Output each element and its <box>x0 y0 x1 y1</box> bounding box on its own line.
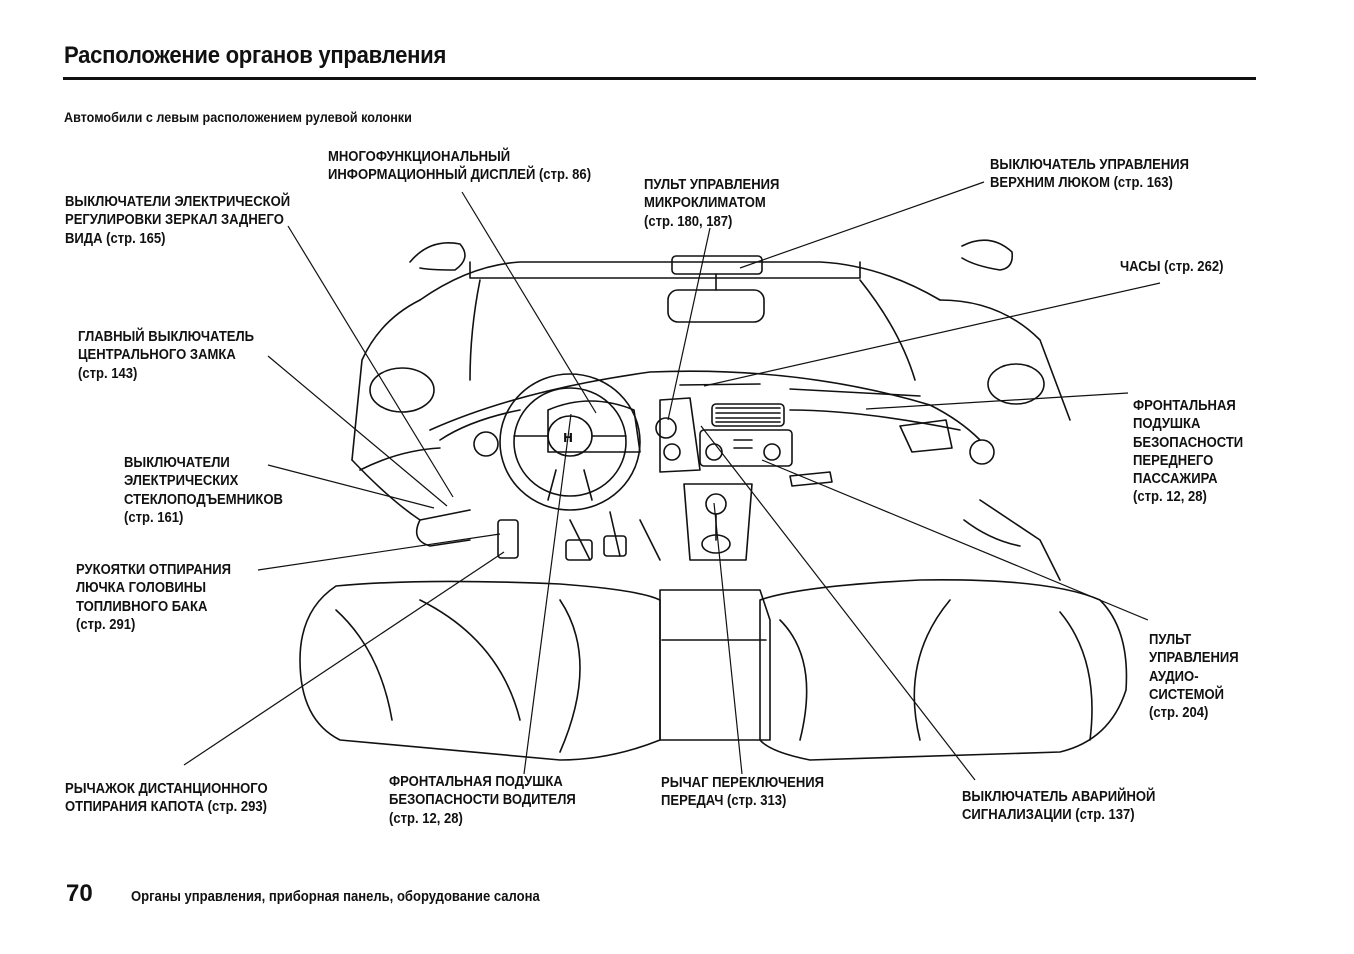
title-rule <box>63 77 1256 80</box>
callout-mirror-switches: ВЫКЛЮЧАТЕЛИ ЭЛЕКТРИЧЕСКОЙ РЕГУЛИРОВКИ ЗЕ… <box>65 194 291 247</box>
callout-hazard-switch: ВЫКЛЮЧАТЕЛЬ АВАРИЙНОЙ СИГНАЛИЗАЦИИ (стр.… <box>962 789 1156 824</box>
callout-shift-lever: РЫЧАГ ПЕРЕКЛЮЧЕНИЯ ПЕРЕДАЧ (стр. 313) <box>661 775 825 810</box>
callout-audio-panel: ПУЛЬТ УПРАВЛЕНИЯ АУДИО- СИСТЕМОЙ (стр. 2… <box>1149 632 1239 722</box>
callout-moonroof-switch: ВЫКЛЮЧАТЕЛЬ УПРАВЛЕНИЯ ВЕРХНИМ ЛЮКОМ (ст… <box>990 157 1190 192</box>
callout-fuel-door: РУКОЯТКИ ОТПИРАНИЯ ЛЮЧКА ГОЛОВИНЫ ТОПЛИВ… <box>76 562 231 633</box>
page-subtitle: Автомобили с левым расположением рулевой… <box>64 109 412 125</box>
callout-window-switches: ВЫКЛЮЧАТЕЛИ ЭЛЕКТРИЧЕСКИХ СТЕКЛОПОДЪЕМНИ… <box>124 455 283 526</box>
callout-passenger-airbag: ФРОНТАЛЬНАЯ ПОДУШКА БЕЗОПАСНОСТИ ПЕРЕДНЕ… <box>1133 398 1244 506</box>
section-title: Органы управления, приборная панель, обо… <box>131 889 540 905</box>
callout-clock: ЧАСЫ (стр. 262) <box>1120 259 1224 275</box>
page-title: Расположение органов управления <box>64 42 447 69</box>
callout-hood-release: РЫЧАЖОК ДИСТАНЦИОННОГО ОТПИРАНИЯ КАПОТА … <box>65 781 268 816</box>
callout-driver-airbag: ФРОНТАЛЬНАЯ ПОДУШКА БЕЗОПАСНОСТИ ВОДИТЕЛ… <box>389 774 576 827</box>
callout-multi-display: МНОГОФУНКЦИОНАЛЬНЫЙ ИНФОРМАЦИОННЫЙ ДИСПЛ… <box>328 149 592 184</box>
page-number: 70 <box>66 880 93 907</box>
callout-master-lock: ГЛАВНЫЙ ВЫКЛЮЧАТЕЛЬ ЦЕНТРАЛЬНОГО ЗАМКА (… <box>78 329 255 382</box>
callout-climate-panel: ПУЛЬТ УПРАВЛЕНИЯ МИКРОКЛИМАТОМ (стр. 180… <box>644 177 780 230</box>
